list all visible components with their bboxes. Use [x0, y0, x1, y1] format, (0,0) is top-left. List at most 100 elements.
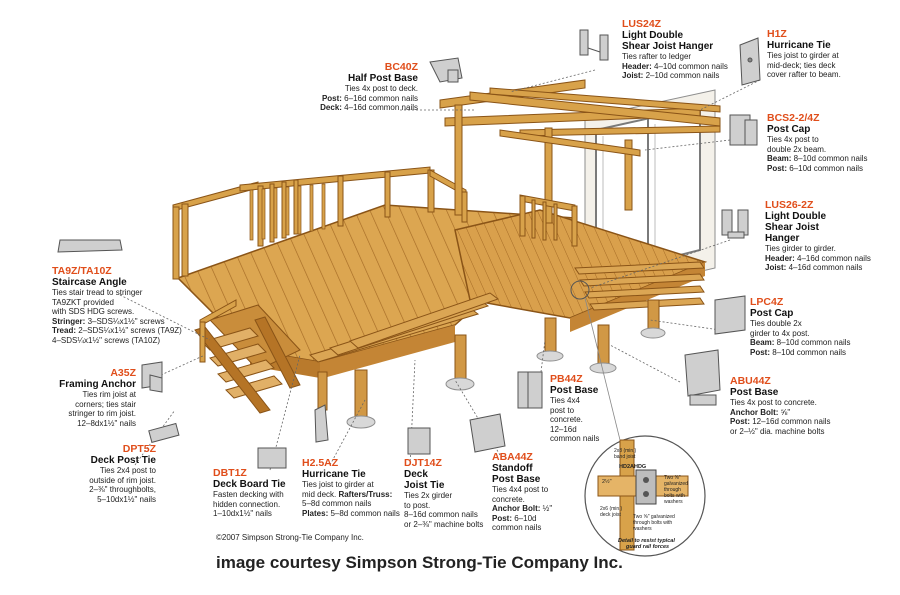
name-bc40z: Half Post Base: [347, 73, 418, 84]
guard-rail-detail-inset: [570, 280, 706, 557]
desc-lpc4z-4: 8–10d common nails: [770, 347, 847, 357]
desc-abu44z-2: ⅝": [778, 407, 791, 417]
name-djt14z-2: Joist Tie: [404, 480, 445, 491]
code-abu44z: ABU44Z: [730, 375, 771, 387]
desc-bc40z-3k: Deck:: [320, 103, 342, 112]
name-dpt5z: Deck Post Tie: [90, 455, 156, 466]
name-ta9z: Staircase Angle: [52, 277, 127, 288]
desc-h25az-4k: Plates:: [302, 508, 329, 518]
code-bcs224z: BCS2-2/4Z: [767, 112, 820, 124]
name-aba44z-1: Standoff: [492, 463, 533, 474]
desc-lus24z-2k: Header:: [622, 61, 652, 71]
inset-text-7: through: [664, 487, 681, 493]
name-aba44z-2: Post Base: [492, 474, 541, 485]
desc-lpc4z-2: girder to 4x post.: [750, 328, 810, 338]
desc-dpt5z-3: 2–⅜" throughbolts,: [89, 485, 156, 494]
name-bcs224z: Post Cap: [767, 124, 811, 135]
desc-bcs224z-4k: Post:: [767, 163, 787, 173]
name-lus262z-3: Hanger: [765, 233, 800, 244]
name-lus262z-2: Shear Joist: [765, 222, 819, 233]
desc-h25az-4: 5–8d common nails: [328, 508, 400, 518]
label-dbt1z: DBT1Z Deck Board Tie Fasten decking with…: [213, 468, 303, 519]
desc-aba44z-3k: Anchor Bolt:: [492, 504, 541, 513]
desc-a35z-1: Ties rim joist at: [82, 390, 137, 399]
hardware-icons: [57, 29, 761, 469]
desc-pb44z-3: concrete.: [550, 415, 583, 424]
desc-lus262z-2k: Header:: [765, 253, 795, 263]
code-bc40z: BC40Z: [384, 61, 418, 73]
desc-h25az-3: 5–8d common nails: [302, 499, 372, 508]
label-h25az: H2.5AZ Hurricane Tie Ties joist to girde…: [302, 458, 402, 518]
inset-text-6: galvanized: [664, 481, 688, 487]
inset-text-14: washers: [633, 526, 652, 532]
desc-aba44z-2: concrete.: [492, 494, 525, 504]
label-bc40z: BC40Z Half Post Base Ties 4x post to dec…: [300, 62, 418, 113]
leader-lines: [119, 69, 761, 471]
desc-bc40z-2k: Post:: [321, 93, 342, 103]
inset-caption-1: Detail to resist typical: [618, 538, 675, 544]
desc-ta9z-3: with SDS HDG screws.: [52, 307, 135, 316]
name-djt14z-1: Deck: [404, 469, 428, 480]
desc-lus24z-3: 2–10d common nails: [643, 71, 720, 80]
desc-lpc4z-1: Ties double 2x: [750, 319, 802, 328]
name-lus24z-1: Light Double: [622, 30, 684, 41]
desc-lus262z-3k: Joist:: [765, 263, 787, 272]
code-a35z: A35Z: [110, 367, 136, 379]
inset-text-1: 2x8 (min.): [614, 448, 637, 454]
inset-text-11: deck joist: [600, 512, 621, 518]
desc-h1z-2: mid-deck; ties deck: [767, 60, 836, 70]
rear-balusters: [249, 183, 326, 241]
aba44z-icon: [469, 413, 506, 453]
desc-lus262z-3: 4–16d common nails: [786, 263, 863, 272]
desc-h1z-3: cover rafter to beam.: [767, 70, 841, 79]
bc40z-icon: [429, 57, 463, 83]
inset-text-9: washers: [664, 499, 683, 505]
desc-djt14z-4: or 2–⅜" machine bolts: [404, 519, 484, 529]
inset-caption-2: guard rail forces: [625, 544, 669, 550]
label-ta9z: TA9Z/TA10Z Staircase Angle Ties stair tr…: [52, 266, 212, 345]
label-djt14z: DJT14Z Deck Joist Tie Ties 2x girder to …: [404, 458, 490, 529]
desc-ta9z-2: TA9ZKT provided: [52, 297, 114, 307]
code-djt14z: DJT14Z: [404, 457, 442, 469]
inset-text-4: 2½": [602, 478, 612, 485]
dpt5z-icon: [148, 422, 180, 443]
desc-dpt5z-2: outside of rim joist.: [89, 475, 156, 485]
pergola: [439, 79, 721, 224]
desc-lus262z-2: 4–16d common nails: [794, 253, 871, 263]
desc-pb44z-5: common nails: [550, 434, 600, 443]
desc-h25az-2k: Rafters/Truss:: [336, 489, 393, 499]
desc-aba44z-1: Ties 4x4 post to: [492, 485, 549, 494]
desc-djt14z-1: Ties 2x girder: [404, 491, 453, 500]
code-lus262z: LUS26-2Z: [765, 199, 814, 211]
name-h1z: Hurricane Tie: [767, 40, 831, 51]
desc-ta9z-5: 2–SDS¼x1½" screws (TA9Z): [76, 326, 182, 335]
code-dbt1z: DBT1Z: [213, 467, 247, 479]
desc-abu44z-3k: Post:: [730, 417, 750, 426]
abu44z-icon: [684, 349, 721, 406]
desc-bcs224z-1: Ties 4x post to: [767, 135, 819, 144]
desc-lus24z-3k: Joist:: [622, 71, 644, 80]
label-lus24z: LUS24Z Light Double Shear Joist Hanger T…: [622, 19, 757, 81]
desc-a35z-2: corners; ties stair: [75, 399, 136, 409]
left-railing: [172, 166, 468, 280]
desc-ta9z-1: Ties stair tread to stringer: [52, 288, 143, 297]
code-pb44z: PB44Z: [550, 373, 583, 385]
inset-text-10: 2x6 (min.): [600, 506, 623, 512]
desc-lpc4z-3k: Beam:: [750, 338, 775, 347]
desc-aba44z-5: common nails: [492, 523, 542, 532]
desc-djt14z-3: 8–16d common nails: [404, 510, 478, 519]
h1z-icon: [739, 37, 761, 86]
pb44z-icon: [517, 371, 543, 409]
desc-lus262z-1: Ties girder to girder.: [765, 244, 836, 253]
desc-aba44z-3: ½": [540, 504, 553, 513]
desc-h25az-2: mid deck.: [302, 489, 337, 499]
desc-dpt5z-1: Ties 2x4 post to: [99, 466, 156, 475]
djt14z-icon: [407, 427, 431, 455]
name-lpc4z: Post Cap: [750, 308, 794, 319]
code-h25az: H2.5AZ: [302, 457, 339, 469]
lpc4z-icon: [714, 295, 746, 335]
code-ta9z: TA9Z/TA10Z: [52, 265, 112, 277]
desc-a35z-3: stringer to rim joist.: [68, 409, 136, 418]
name-lus24z-2: Shear Joist Hanger: [622, 41, 714, 52]
